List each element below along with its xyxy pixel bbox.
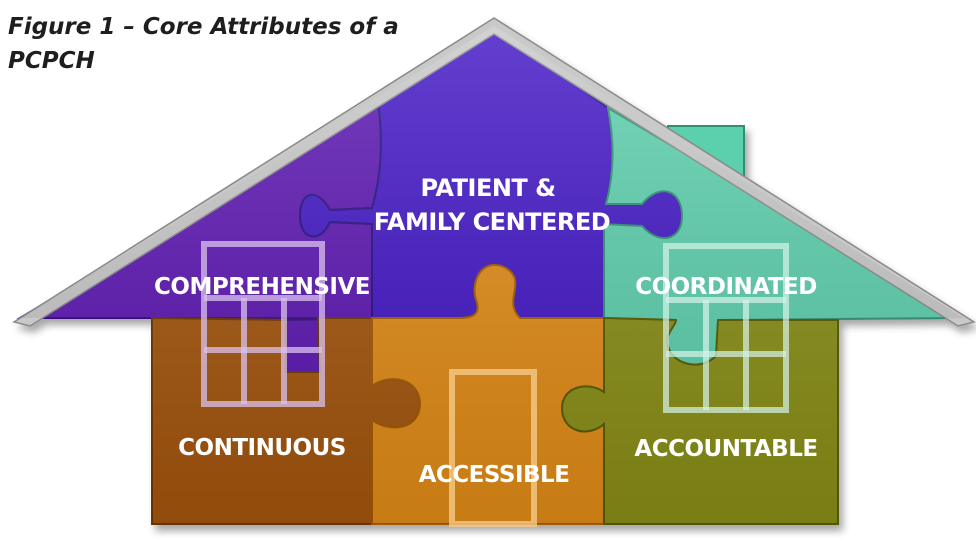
roof-trim (12, 17, 976, 327)
door (449, 369, 537, 527)
label-continuous: CONTINUOUS (178, 435, 346, 461)
label-accountable: ACCOUNTABLE (634, 436, 817, 462)
window-left (201, 241, 325, 407)
caption-line-2: PCPCH (8, 48, 95, 74)
label-comprehensive: COMPREHENSIVE (154, 274, 370, 300)
label-patient-line-1: PATIENT & (421, 174, 556, 202)
caption-line-1: Figure 1 – Core Attributes of a (8, 14, 399, 40)
label-accessible: ACCESSIBLE (419, 462, 570, 488)
window-right (663, 243, 789, 413)
label-coordinated: COORDINATED (635, 274, 817, 300)
gloss-overlay (20, 26, 964, 524)
figure-caption: Figure 1 – Core Attributes of a PCPCH (8, 10, 408, 78)
label-patient-line-2: FAMILY CENTERED (374, 208, 610, 236)
label-patient-family-centered: PATIENT & FAMILY CENTERED (374, 174, 610, 236)
